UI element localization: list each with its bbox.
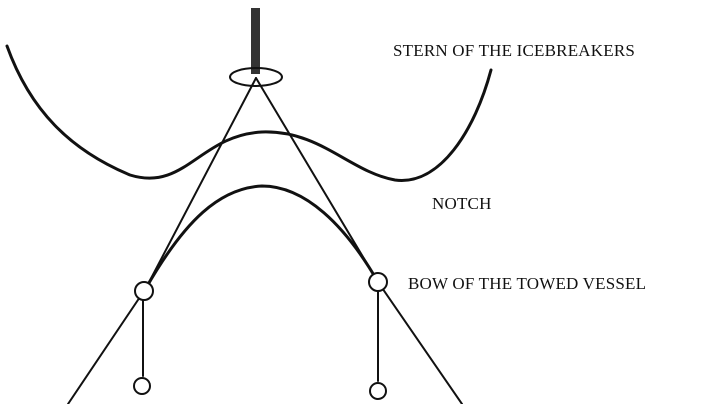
bow-label: BOW OF THE TOWED VESSEL (408, 274, 646, 293)
right-upper-ring (368, 272, 388, 292)
tow-rod (251, 8, 260, 74)
left-lower-ring (133, 377, 151, 395)
notch-label: NOTCH (432, 194, 492, 213)
stern-label: STERN OF THE ICEBREAKERS (393, 41, 635, 60)
stern-coupling-ellipse (229, 67, 283, 87)
tow-cable-left (67, 77, 257, 404)
left-upper-ring (134, 281, 154, 301)
right-lower-ring (369, 382, 387, 400)
towed-vessel-bow-curve (144, 184, 380, 290)
stern-hull-curve (5, 44, 493, 182)
tow-cable-right (255, 77, 463, 404)
